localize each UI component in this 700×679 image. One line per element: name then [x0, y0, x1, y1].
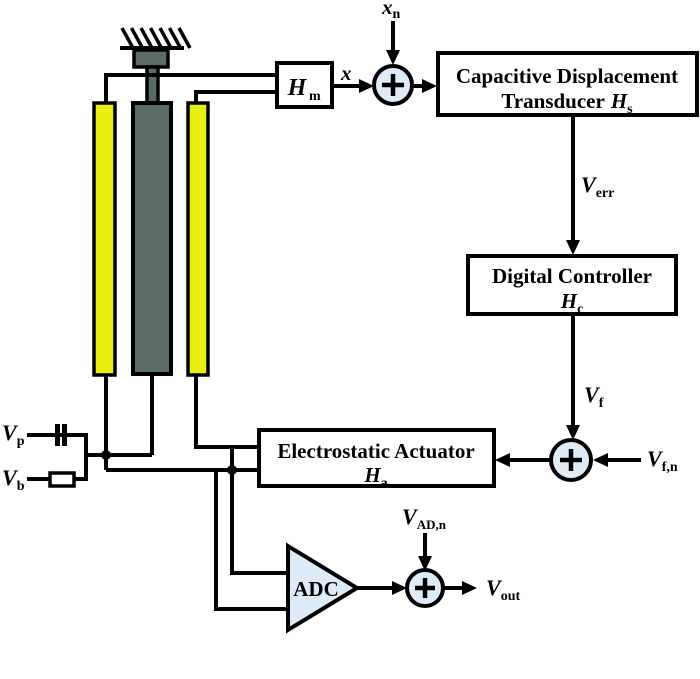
- hm-block: [275, 61, 334, 109]
- wire-left-electrode-to-hm: [104, 73, 277, 103]
- label-verr: Verr: [581, 172, 614, 201]
- arrowhead: [418, 556, 432, 571]
- hatch-line: [158, 27, 173, 49]
- capacitor-plate: [62, 424, 67, 446]
- adc-triangle: [286, 542, 361, 634]
- junction-dot: [101, 450, 111, 460]
- hatch-line: [177, 27, 192, 49]
- cdt-block-line1: Capacitive Displacement: [456, 64, 678, 88]
- arrowhead: [462, 581, 477, 595]
- anchor-hatch-icon: [120, 27, 192, 50]
- dc-block-line2: Hc: [560, 289, 584, 317]
- label-vout: Vout: [486, 575, 520, 604]
- arrowhead: [359, 79, 374, 93]
- arrowhead: [495, 453, 510, 467]
- signal-labels: xn x Verr Vf Vf,n VAD,n Vout Vp Vb: [2, 0, 678, 604]
- hatch-line: [139, 27, 154, 49]
- components: [48, 424, 76, 488]
- label-vb: Vb: [2, 465, 25, 494]
- label-vadn: VAD,n: [402, 504, 447, 532]
- mems-structure: [92, 27, 210, 377]
- arrowheads: [359, 50, 608, 595]
- right-electrode: [186, 101, 210, 377]
- label-x: x: [340, 61, 352, 85]
- ea-block-line2: Ha: [363, 463, 387, 491]
- arrowhead: [422, 79, 437, 93]
- anchor-block: [132, 48, 170, 69]
- dc-block-line1: Digital Controller: [492, 264, 652, 288]
- arrowhead: [566, 240, 580, 255]
- arrowhead: [593, 453, 608, 467]
- adc-label: ADC: [293, 577, 339, 601]
- hatch-line: [148, 27, 164, 49]
- capacitor-plate: [55, 424, 60, 446]
- resistor-icon: [48, 471, 76, 488]
- dc-block: [466, 254, 678, 316]
- hatch-line: [167, 27, 183, 49]
- label-xn: xn: [381, 0, 401, 22]
- hatch-line: [129, 27, 145, 49]
- capacitor-icon: [55, 424, 67, 446]
- wire-right-electrode-to-hm: [194, 90, 277, 103]
- plus-icon: [415, 578, 435, 598]
- junction-dot: [227, 465, 237, 475]
- hm-block-label: H: [287, 75, 308, 101]
- hatch-line: [120, 27, 135, 49]
- summing-junctions: [372, 64, 593, 608]
- wire-tap-to-adc-upper: [230, 447, 287, 575]
- wire-tap-to-adc-lower: [214, 470, 287, 611]
- plus-icon: [560, 449, 582, 471]
- proof-mass: [131, 101, 173, 376]
- hm-block-sub: m: [309, 89, 321, 104]
- suspension-stem: [145, 65, 160, 106]
- label-vf: Vf: [584, 382, 604, 411]
- arrowhead: [566, 425, 580, 440]
- label-vp: Vp: [2, 420, 25, 449]
- arrowhead: [386, 50, 400, 65]
- ea-block-line1: Electrostatic Actuator: [277, 439, 474, 463]
- arrowhead: [392, 581, 407, 595]
- ea-block: [257, 428, 496, 488]
- left-electrode: [92, 101, 117, 377]
- cdt-block: [436, 51, 699, 117]
- plus-icon: [382, 74, 404, 96]
- label-vfn: Vf,n: [647, 446, 678, 475]
- wire-right-electrode-to-ea: [194, 375, 259, 449]
